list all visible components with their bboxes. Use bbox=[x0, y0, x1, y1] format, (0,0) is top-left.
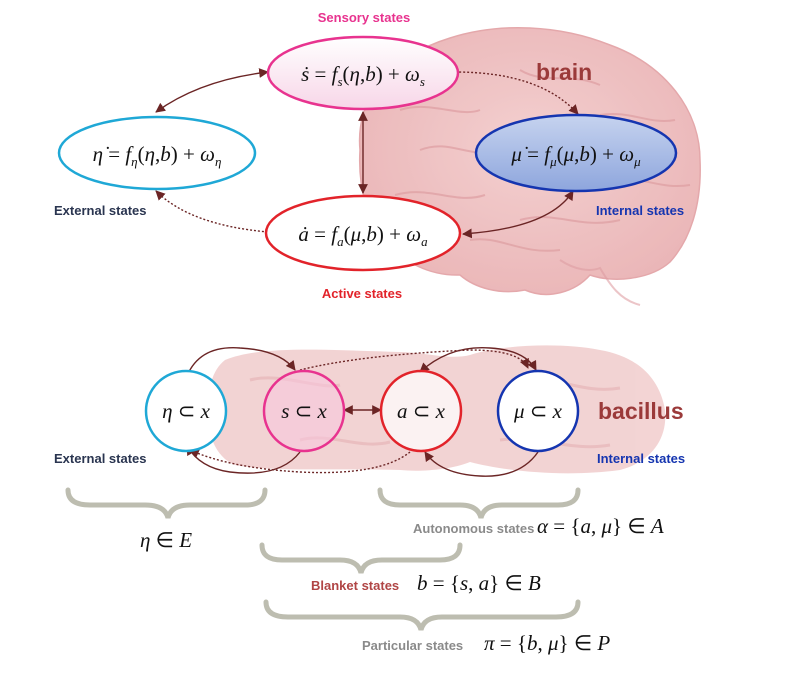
arrow-sensory-internal bbox=[454, 71, 579, 115]
internal-equation: μ̇ = fμ(μ,b) + ωμ bbox=[510, 142, 641, 169]
sensory-state-node: ṡ = fs(η,b) + ωs bbox=[266, 35, 460, 111]
internal-state-node: μ̇ = fμ(μ,b) + ωμ bbox=[474, 113, 678, 193]
arrow-a-eta-dotted bbox=[189, 449, 411, 474]
label-external-states-bottom: External states bbox=[54, 451, 147, 466]
blanket-set: b = {s, a} ∈ B bbox=[417, 571, 541, 595]
label-internal-states-top: Internal states bbox=[596, 203, 684, 218]
arrow-mu-a-bottom bbox=[424, 451, 539, 477]
active-equation: ȧ = fa(μ,b) + ωa bbox=[298, 222, 428, 249]
brace-blanket bbox=[259, 542, 463, 574]
label-internal-states-bottom: Internal states bbox=[597, 451, 685, 466]
alpha-set: α = {a, μ} ∈ A bbox=[537, 514, 664, 538]
external-equation: η̇ = fη(η,b) + ωη bbox=[93, 142, 222, 169]
external-state-node: η̇ = fη(η,b) + ωη bbox=[57, 115, 257, 191]
organism-bacillus: bacillus bbox=[598, 398, 684, 424]
brace-particular bbox=[263, 599, 581, 631]
braces bbox=[65, 487, 581, 631]
label-active-states: Active states bbox=[322, 286, 402, 301]
svg-text:a ⊂ x: a ⊂ x bbox=[397, 399, 446, 423]
brace-autonomous bbox=[377, 487, 581, 519]
arrow-s-mu-dotted bbox=[299, 349, 529, 371]
label-sensory-states: Sensory states bbox=[318, 10, 411, 25]
arrow-active-internal bbox=[462, 190, 574, 239]
active-state-node: ȧ = fa(μ,b) + ωa bbox=[264, 194, 462, 272]
arrow-active-external bbox=[155, 190, 269, 233]
particular-set: π = {b, μ} ∈ P bbox=[484, 631, 610, 655]
organism-brain: brain bbox=[536, 59, 592, 85]
external-circle: η ⊂ x bbox=[144, 369, 228, 453]
arrow-a-mu-top bbox=[419, 347, 537, 373]
arrow-external-sensory bbox=[155, 68, 269, 113]
brace-external bbox=[65, 487, 268, 519]
active-circle: a ⊂ x bbox=[379, 369, 463, 453]
label-autonomous-states: Autonomous states bbox=[413, 521, 534, 536]
svg-text:μ ⊂ x: μ ⊂ x bbox=[513, 399, 563, 423]
sensory-equation: ṡ = fs(η,b) + ωs bbox=[301, 62, 425, 89]
svg-text:s ⊂ x: s ⊂ x bbox=[281, 399, 327, 423]
label-blanket-states: Blanket states bbox=[311, 578, 399, 593]
sensory-circle: s ⊂ x bbox=[262, 369, 346, 453]
label-particular-states: Particular states bbox=[362, 638, 463, 653]
label-external-states-top: External states bbox=[54, 203, 147, 218]
arrow-eta-s-top bbox=[186, 347, 296, 377]
eta-set: η ∈ E bbox=[140, 528, 192, 552]
svg-text:η ⊂ x: η ⊂ x bbox=[162, 399, 211, 423]
top-arrows bbox=[155, 68, 579, 239]
bottom-arrows bbox=[186, 347, 539, 477]
internal-circle: μ ⊂ x bbox=[496, 369, 580, 453]
